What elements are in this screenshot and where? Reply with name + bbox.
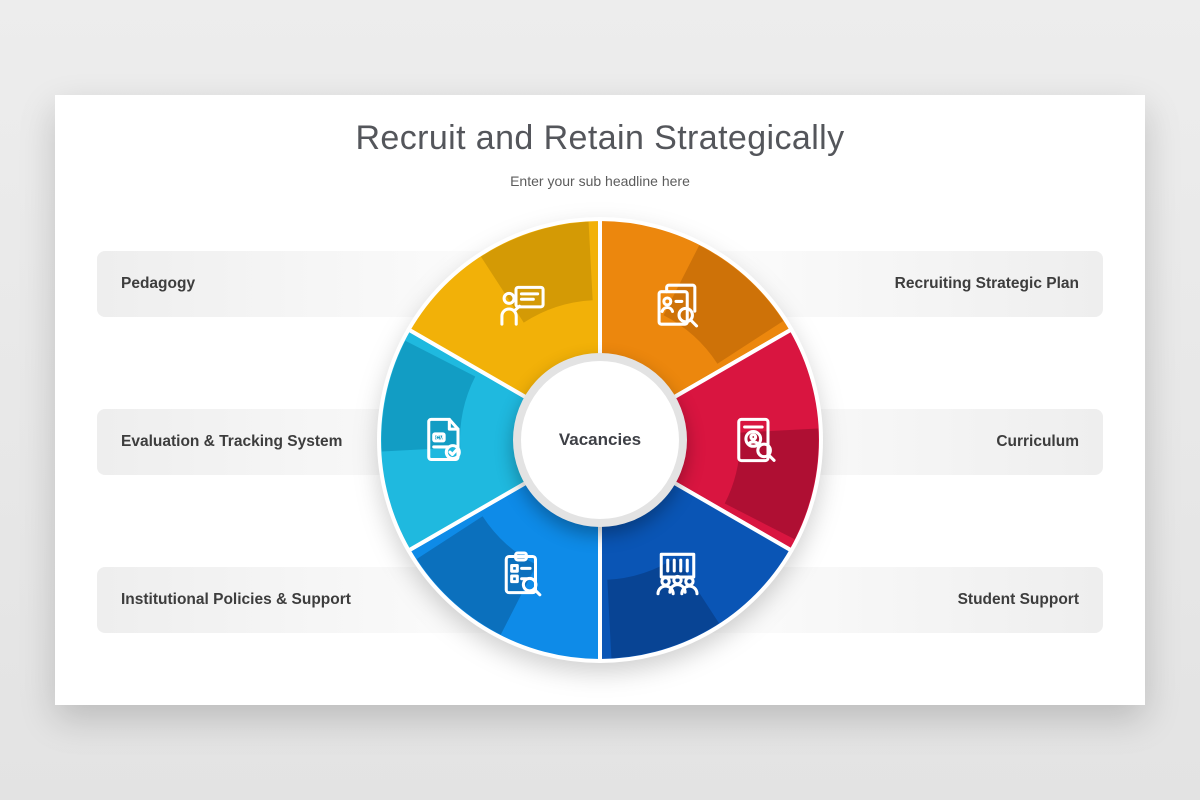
wedge-shade-recruiting-strategic-plan — [663, 245, 784, 364]
wedge-shade-pedagogy — [481, 221, 593, 323]
segment-label-pedagogy: Pedagogy — [121, 275, 196, 292]
slide: Recruit and Retain Strategically Enter y… — [55, 95, 1145, 705]
segment-label-curriculum: Curriculum — [996, 433, 1079, 450]
segment-label-student-support: Student Support — [957, 591, 1079, 608]
wheel-diagram: Vacancies — [370, 210, 830, 670]
slide-title: Recruit and Retain Strategically — [355, 119, 845, 157]
wheel-svg — [377, 217, 823, 663]
segment-label-evaluation-tracking-system: Evaluation & Tracking System — [121, 433, 343, 450]
wedge-shade-curriculum — [724, 428, 819, 540]
wedge-shade-student-support — [607, 557, 719, 659]
segment-label-recruiting-strategic-plan: Recruiting Strategic Plan — [894, 275, 1079, 292]
wheel-center: Vacancies — [513, 353, 687, 527]
slide-subtitle: Enter your sub headline here — [510, 173, 690, 189]
wheel-center-label: Vacancies — [558, 430, 642, 449]
segment-label-institutional-policies-support: Institutional Policies & Support — [121, 591, 351, 608]
wedge-shade-institutional-policies-support — [416, 516, 537, 635]
